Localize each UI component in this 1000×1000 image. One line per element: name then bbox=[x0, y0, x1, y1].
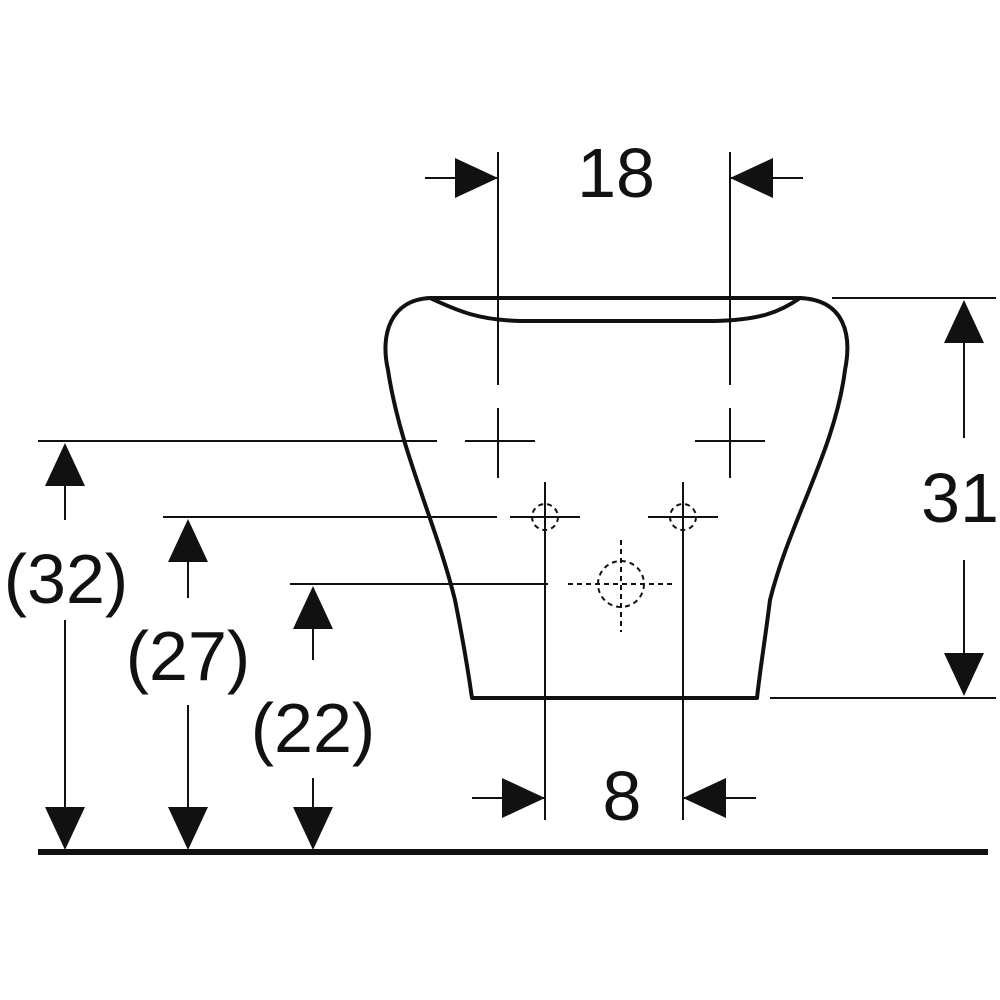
bidet-outline bbox=[383, 296, 850, 700]
dimension-bottom-width-label: 8 bbox=[603, 757, 642, 835]
upper-mounting-marks bbox=[465, 408, 765, 478]
dimension-top-width: 18 bbox=[425, 134, 803, 385]
dimension-outer-height-label: (32) bbox=[4, 540, 128, 618]
dimension-top-width-label: 18 bbox=[577, 134, 655, 212]
waste-outlet-mark bbox=[568, 540, 674, 632]
dimension-right-height-label: 31 bbox=[921, 459, 999, 537]
dimension-right-height: 31 bbox=[770, 297, 999, 699]
dimension-inner-height: (22) bbox=[251, 583, 548, 850]
dimension-inner-height-label: (22) bbox=[251, 689, 375, 767]
bidet-rim bbox=[428, 296, 802, 323]
supply-connection-marks bbox=[510, 482, 718, 820]
dimension-middle-height-label: (27) bbox=[126, 617, 250, 695]
dimension-outer-height: (32) bbox=[4, 440, 437, 850]
dimension-middle-height: (27) bbox=[126, 516, 497, 850]
dimension-bottom-width: 8 bbox=[472, 757, 756, 835]
